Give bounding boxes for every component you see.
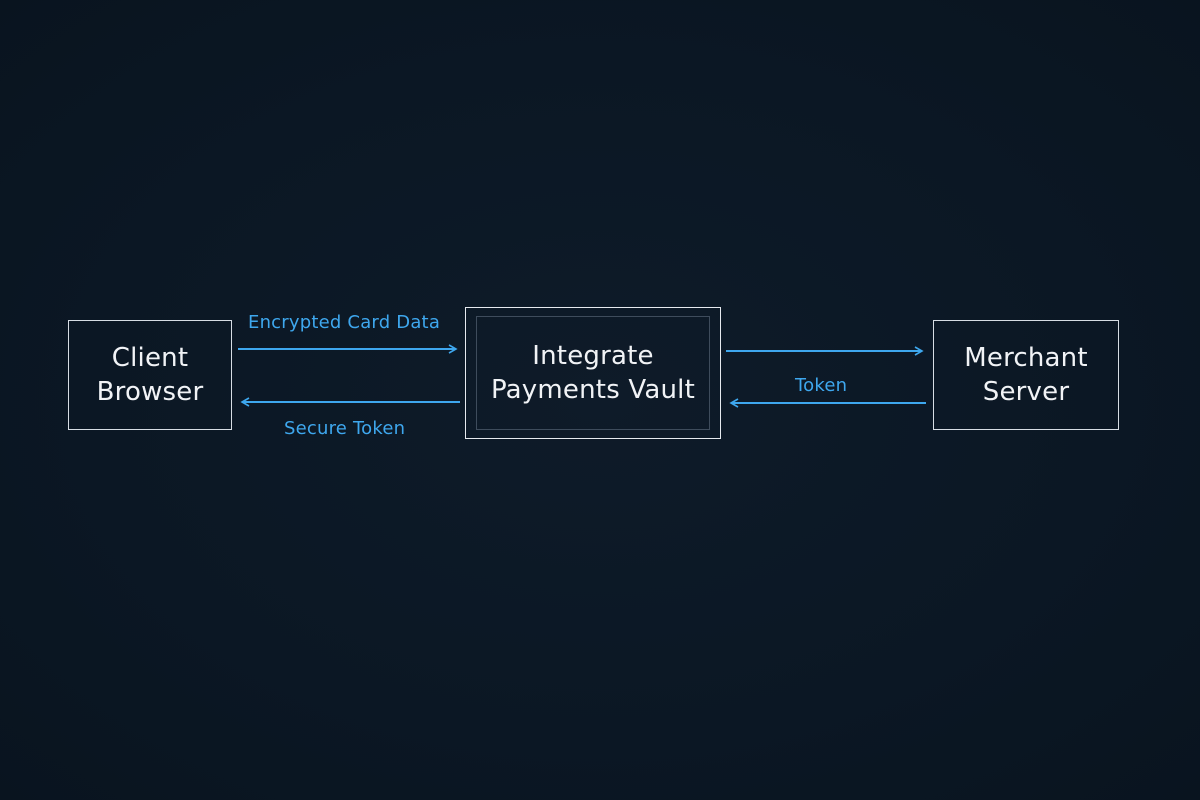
encrypted-card-data-label: Encrypted Card Data: [248, 312, 441, 333]
merchant-server-label: Merchant Server: [964, 343, 1088, 407]
payments-vault-node: Integrate Payments Vault: [465, 307, 721, 439]
merchant-server-node: Merchant Server: [933, 320, 1119, 430]
vault-inner-frame: [476, 316, 710, 430]
payments-vault-label: Integrate Payments Vault: [490, 341, 696, 405]
token-label: Token: [795, 375, 848, 396]
secure-token-label: Secure Token: [284, 418, 406, 439]
client-browser-label: Client Browser: [96, 343, 204, 407]
client-browser-node: Client Browser: [68, 320, 232, 430]
